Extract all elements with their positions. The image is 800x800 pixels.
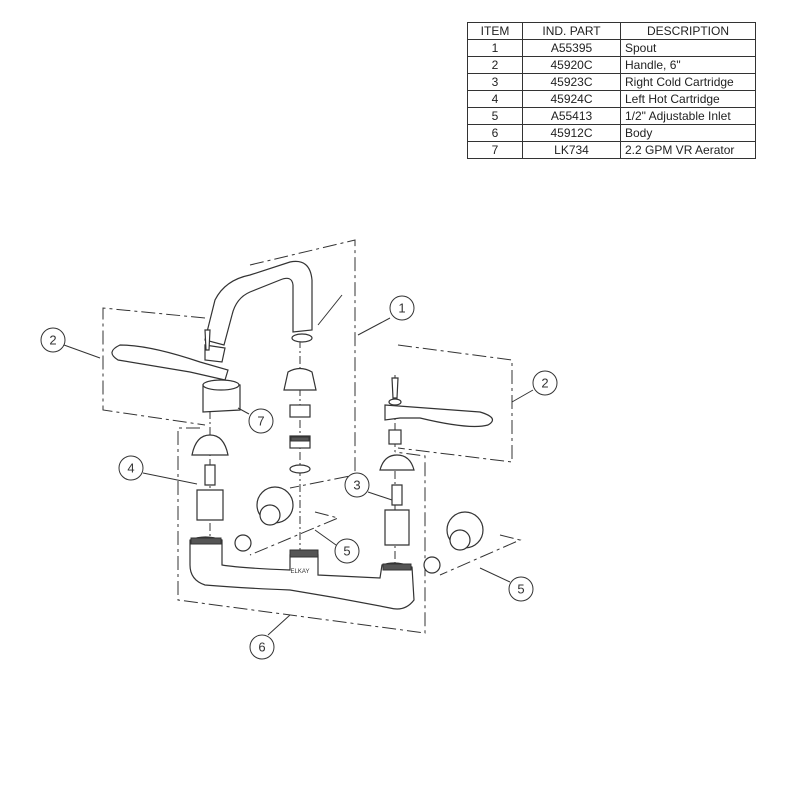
description-cell: 2.2 GPM VR Aerator (620, 141, 756, 159)
cold-cartridge (379, 454, 415, 546)
right-handle (384, 377, 494, 445)
inlet-right-boundary (439, 534, 522, 576)
description-cell: Handle, 6" (620, 56, 756, 74)
callout-3-cold-cartridge: 3 (344, 472, 370, 498)
inlet-left-boundary (249, 511, 340, 556)
svg-text:5: 5 (517, 582, 524, 597)
callout-5-left-inlet: 5 (334, 538, 360, 564)
callout-5-right-inlet: 5 (508, 576, 534, 602)
svg-text:1: 1 (398, 301, 405, 316)
svg-text:5: 5 (343, 544, 350, 559)
part-number-cell: 45912C (522, 124, 621, 142)
body-stamp: ELKAY (291, 569, 310, 575)
spout (204, 260, 343, 363)
callout-7-aerator: 7 (248, 408, 274, 434)
svg-text:6: 6 (258, 640, 265, 655)
description-cell: 1/2" Adjustable Inlet (620, 107, 756, 125)
svg-text:7: 7 (257, 414, 264, 429)
callout-4-hot-cartridge: 4 (118, 455, 144, 481)
aerator-stack (283, 367, 317, 474)
inlet-left (234, 486, 294, 552)
description-cell: Left Hot Cartridge (620, 90, 756, 108)
inlet-right (423, 511, 484, 574)
callout-2-right-handle: 2 (532, 370, 558, 396)
svg-text:2: 2 (49, 333, 56, 348)
body-boundary (177, 427, 426, 634)
left-handle (111, 329, 241, 413)
svg-text:2: 2 (541, 376, 548, 391)
faucet-body: ELKAY (189, 536, 415, 610)
callout-6-body: 6 (249, 634, 275, 660)
svg-text:4: 4 (127, 461, 134, 476)
spout-group-boundary (249, 239, 356, 489)
hot-cartridge (191, 434, 229, 521)
right-handle-boundary (397, 344, 513, 463)
svg-text:3: 3 (353, 478, 360, 493)
part-number-cell: LK734 (522, 141, 621, 159)
left-handle-boundary (102, 307, 206, 426)
callout-2-left-handle: 2 (40, 327, 66, 353)
callout-1-spout: 1 (389, 295, 415, 321)
